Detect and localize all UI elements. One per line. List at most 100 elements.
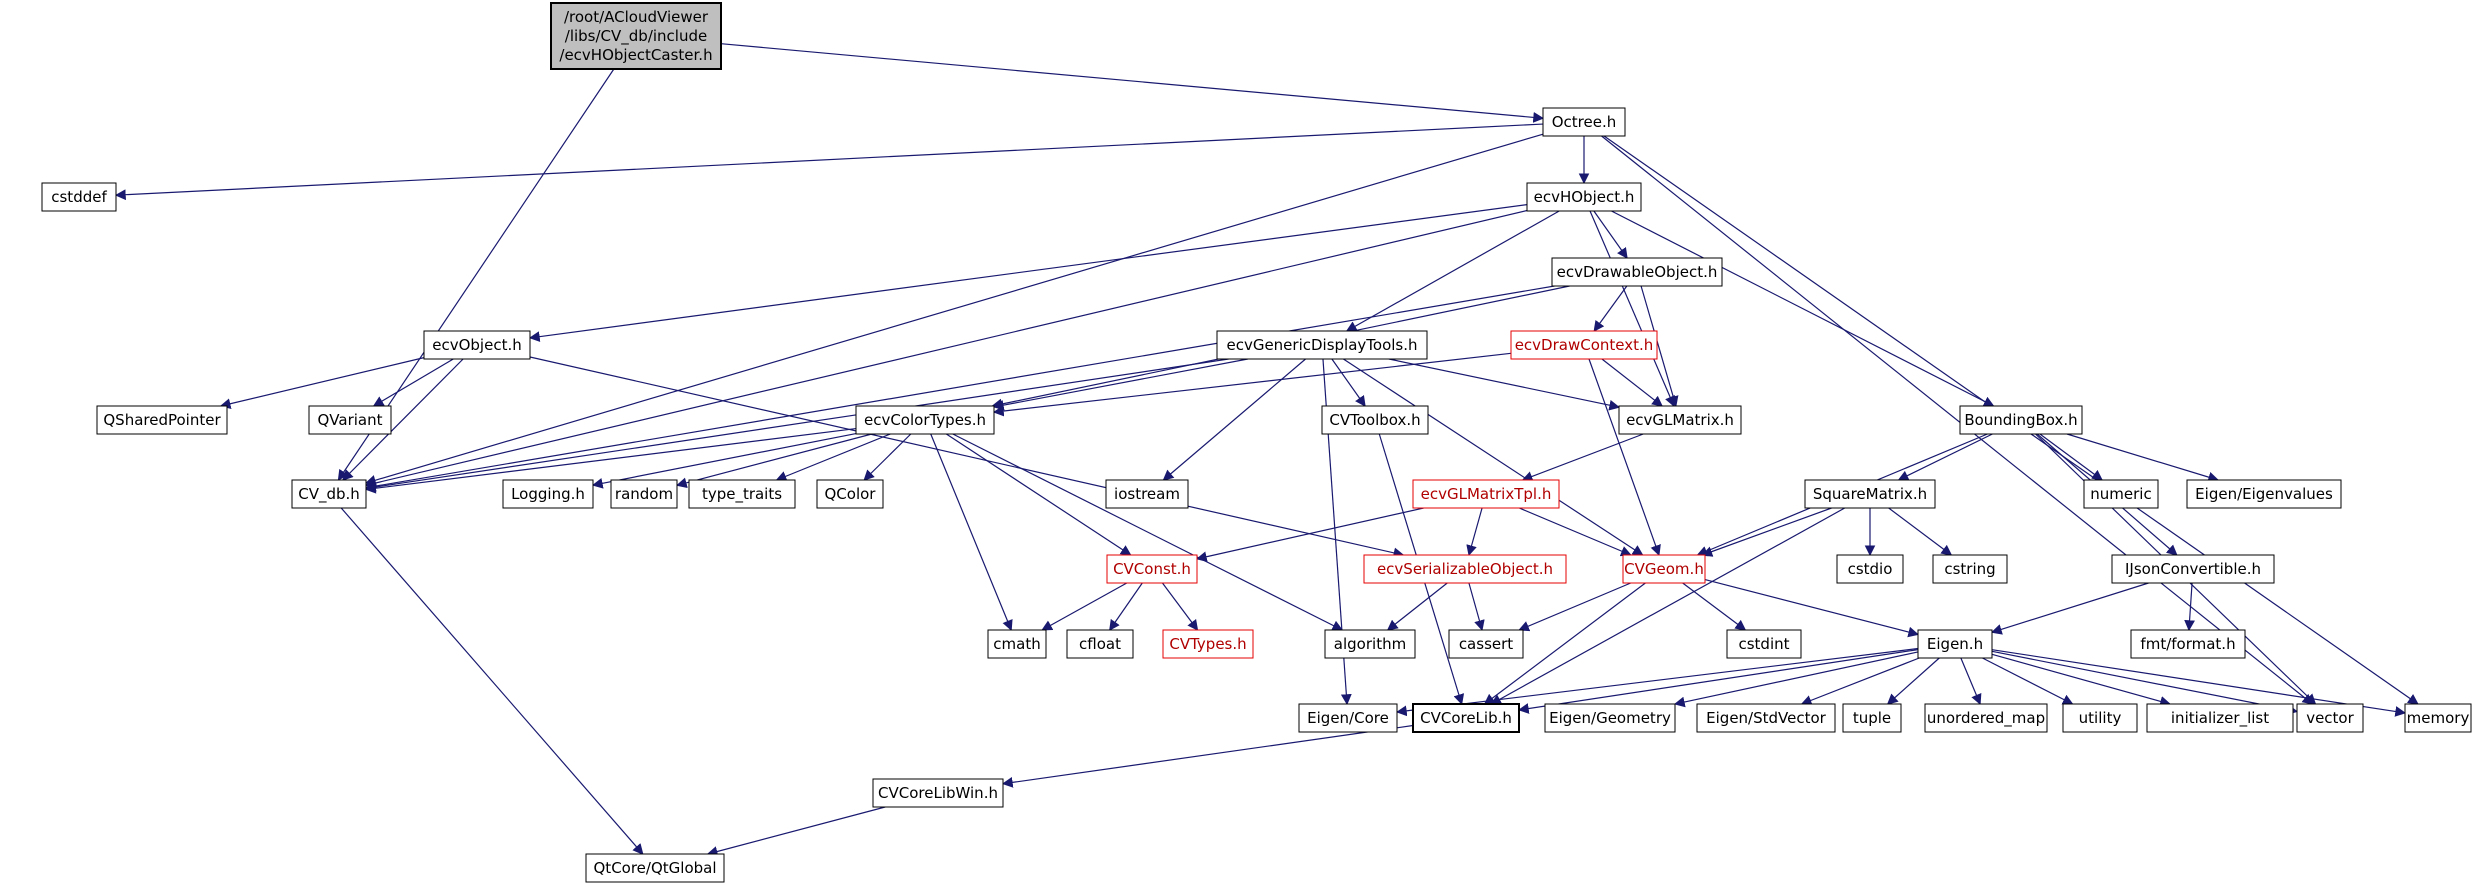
graph-node-label-qsharedpointer: QSharedPointer bbox=[103, 411, 221, 429]
graph-node-label-octree: Octree.h bbox=[1552, 113, 1617, 131]
graph-node-label-qvariant: QVariant bbox=[317, 411, 382, 429]
graph-node-octree[interactable]: Octree.h bbox=[1542, 107, 1626, 137]
graph-node-ecvglmatrix[interactable]: ecvGLMatrix.h bbox=[1618, 405, 1742, 435]
graph-node-cvconst[interactable]: CVConst.h bbox=[1106, 554, 1198, 584]
graph-node-cvtoolbox[interactable]: CVToolbox.h bbox=[1321, 405, 1429, 435]
graph-node-label-typetraits: type_traits bbox=[702, 485, 782, 504]
include-edge-eigenh--unorderedmap bbox=[1960, 657, 1982, 705]
graph-node-box-ecvdrawcontext[interactable] bbox=[1510, 330, 1658, 360]
include-edge-ecvgenericdisplaytools--cvtoolbox bbox=[1331, 358, 1366, 407]
graph-node-ecvserializableobject[interactable]: ecvSerializableObject.h bbox=[1363, 554, 1567, 584]
graph-node-ecvglmatrixtpl[interactable]: ecvGLMatrixTpl.h bbox=[1412, 479, 1560, 509]
graph-node-cvcorelibwin[interactable]: CVCoreLibWin.h bbox=[872, 778, 1004, 808]
graph-node-box-iostream bbox=[1105, 479, 1189, 509]
graph-node-squarematrix[interactable]: SquareMatrix.h bbox=[1804, 479, 1936, 509]
include-edge-ecvcolortypes--algorithm bbox=[952, 433, 1344, 631]
graph-node-box-cfloat bbox=[1066, 629, 1134, 659]
include-edge-eigenh--utility bbox=[1982, 657, 2074, 705]
graph-node-typetraits: type_traits bbox=[688, 479, 796, 509]
graph-node-box-cvconst[interactable] bbox=[1106, 554, 1198, 584]
graph-node-box-random bbox=[610, 479, 678, 509]
include-edge-octree--cstddef bbox=[114, 123, 1544, 201]
graph-node-label-root-line3: /ecvHObjectCaster.h bbox=[559, 46, 712, 64]
graph-node-eigenh[interactable]: Eigen.h bbox=[1917, 629, 1993, 659]
graph-node-box-ecvobject[interactable] bbox=[423, 330, 531, 360]
graph-node-cstddef: cstddef bbox=[41, 182, 117, 212]
graph-node-box-eigengeometry bbox=[1544, 703, 1676, 733]
graph-node-ecvdrawcontext[interactable]: ecvDrawContext.h bbox=[1510, 330, 1658, 360]
graph-node-box-ecvdrawableobject[interactable] bbox=[1551, 257, 1723, 287]
graph-node-box-cvtoolbox[interactable] bbox=[1321, 405, 1429, 435]
graph-node-label-ecvserializableobject: ecvSerializableObject.h bbox=[1377, 560, 1553, 578]
graph-node-ecvhobject[interactable]: ecvHObject.h bbox=[1526, 182, 1642, 212]
graph-node-cstdint: cstdint bbox=[1726, 629, 1802, 659]
graph-node-ecvdrawableobject[interactable]: ecvDrawableObject.h bbox=[1551, 257, 1723, 287]
graph-node-label-ecvdrawcontext: ecvDrawContext.h bbox=[1515, 336, 1654, 354]
graph-node-initializerlist: initializer_list bbox=[2146, 703, 2294, 733]
graph-node-logging[interactable]: Logging.h bbox=[502, 479, 594, 509]
include-edge-eigenh--cvcorelib bbox=[1517, 649, 1919, 714]
include-edge-ecvdrawcontext--ecvcolortypes bbox=[992, 352, 1512, 417]
include-edge-ecvcolortypes--cvdb bbox=[364, 427, 857, 494]
graph-node-boundingbox[interactable]: BoundingBox.h bbox=[1959, 405, 2083, 435]
graph-node-box-numeric bbox=[2083, 479, 2159, 509]
graph-node-box-eigenstdvector bbox=[1696, 703, 1836, 733]
graph-node-cvcorelib[interactable]: CVCoreLib.h bbox=[1412, 703, 1520, 733]
graph-node-box-eigenh[interactable] bbox=[1917, 629, 1993, 659]
include-edge-ecvglmatrixtpl--cvconst bbox=[1195, 507, 1424, 563]
graph-node-box-cvgeom[interactable] bbox=[1622, 554, 1706, 584]
edge-layer bbox=[114, 43, 2419, 857]
graph-node-box-cvtypes[interactable] bbox=[1162, 629, 1254, 659]
graph-node-box-ijsonconvertible[interactable] bbox=[2111, 554, 2275, 584]
graph-node-box-qtglobal bbox=[585, 853, 725, 883]
graph-node-label-cvtypes: CVTypes.h bbox=[1169, 635, 1246, 653]
graph-node-box-ecvgenericdisplaytools[interactable] bbox=[1216, 330, 1428, 360]
include-edge-eigenh--vector bbox=[1991, 650, 2299, 715]
graph-node-box-ecvglmatrixtpl[interactable] bbox=[1412, 479, 1560, 509]
graph-node-box-cvcorelib[interactable] bbox=[1412, 703, 1520, 733]
graph-node-box-cvcorelibwin[interactable] bbox=[872, 778, 1004, 808]
graph-node-box-octree[interactable] bbox=[1542, 107, 1626, 137]
graph-node-fmtformat: fmt/format.h bbox=[2130, 629, 2246, 659]
include-edge-cvcorelibwin--qtglobal bbox=[706, 806, 886, 857]
graph-node-box-fmtformat bbox=[2130, 629, 2246, 659]
graph-node-cvtypes[interactable]: CVTypes.h bbox=[1162, 629, 1254, 659]
graph-node-label-boundingbox: BoundingBox.h bbox=[1964, 411, 2077, 429]
include-edge-cvgeom--cstdint bbox=[1682, 582, 1747, 631]
graph-node-label-unorderedmap: unordered_map bbox=[1927, 709, 2045, 728]
graph-node-box-cvdb[interactable] bbox=[291, 479, 367, 509]
graph-node-box-logging[interactable] bbox=[502, 479, 594, 509]
graph-node-box-typetraits bbox=[688, 479, 796, 509]
graph-node-label-qtglobal: QtCore/QtGlobal bbox=[594, 859, 717, 877]
graph-node-box-cstddef bbox=[41, 182, 117, 212]
include-edge-eigenh--tuple bbox=[1886, 657, 1940, 705]
include-edge-cvconst--cvtypes bbox=[1161, 582, 1199, 631]
graph-node-box-squarematrix[interactable] bbox=[1804, 479, 1936, 509]
graph-node-ijsonconvertible[interactable]: IJsonConvertible.h bbox=[2111, 554, 2275, 584]
graph-node-tuple: tuple bbox=[1842, 703, 1902, 733]
graph-node-box-ecvserializableobject[interactable] bbox=[1363, 554, 1567, 584]
graph-node-ecvcolortypes[interactable]: ecvColorTypes.h bbox=[855, 405, 995, 435]
graph-node-box-boundingbox[interactable] bbox=[1959, 405, 2083, 435]
include-edge-eigenh--eigengeometry bbox=[1673, 651, 1919, 708]
graph-node-box-ecvcolortypes[interactable] bbox=[855, 405, 995, 435]
include-edge-cvgeom--eigenh bbox=[1704, 578, 1920, 638]
graph-node-ecvobject[interactable]: ecvObject.h bbox=[423, 330, 531, 360]
graph-node-box-eigencore bbox=[1298, 703, 1398, 733]
graph-node-cvdb[interactable]: CV_db.h bbox=[291, 479, 367, 509]
graph-node-label-logging: Logging.h bbox=[511, 485, 585, 503]
include-edge-eigenh--initializerlist bbox=[1991, 653, 2171, 707]
graph-node-label-ecvglmatrix: ecvGLMatrix.h bbox=[1626, 411, 1734, 429]
graph-node-label-cstdint: cstdint bbox=[1738, 635, 1789, 653]
include-edge-ecvgenericdisplaytools--cvdb bbox=[364, 358, 1229, 493]
include-edge-cvcorelib--cvcorelibwin bbox=[1001, 724, 1414, 788]
graph-node-qcolor: QColor bbox=[816, 479, 884, 509]
graph-node-ecvgenericdisplaytools[interactable]: ecvGenericDisplayTools.h bbox=[1216, 330, 1428, 360]
graph-node-box-ecvhobject[interactable] bbox=[1526, 182, 1642, 212]
graph-node-cvgeom[interactable]: CVGeom.h bbox=[1622, 554, 1706, 584]
graph-node-box-ecvglmatrix[interactable] bbox=[1618, 405, 1742, 435]
include-edge-cvdb--qtglobal bbox=[340, 507, 644, 855]
graph-node-label-algorithm: algorithm bbox=[1334, 635, 1406, 653]
include-edge-ecvdrawableobject--cvdb bbox=[364, 285, 1555, 492]
include-edge-ecvhobject--ecvglmatrix bbox=[1589, 210, 1676, 407]
